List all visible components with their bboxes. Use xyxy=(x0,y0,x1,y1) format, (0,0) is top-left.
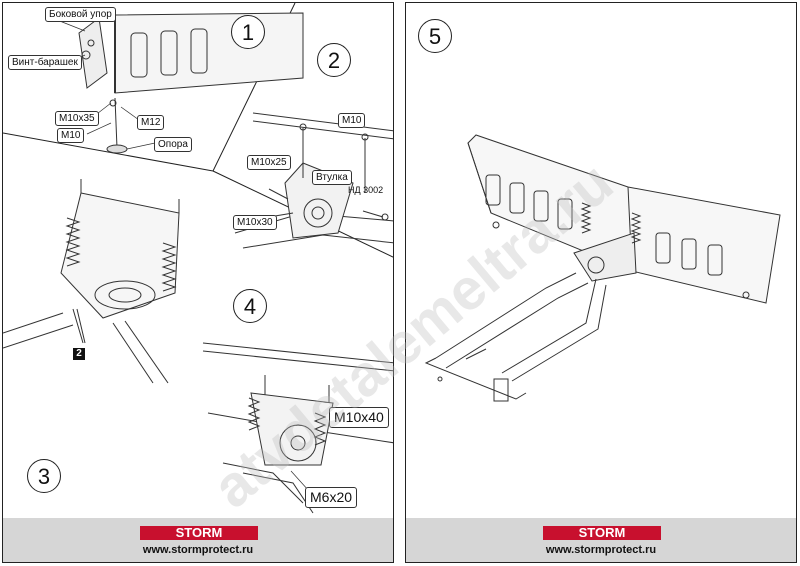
label-support: Опора xyxy=(154,137,192,152)
svg-text:STORM: STORM xyxy=(176,525,223,540)
left-panel: 1 2 3 4 Боковой упор Винт-барашек M10x35… xyxy=(2,2,394,563)
label-m10x35: M10x35 xyxy=(55,111,99,126)
label-wing-screw: Винт-барашек xyxy=(8,55,82,70)
website-url-right[interactable]: www.stormprotect.ru xyxy=(545,544,657,556)
step-number-5: 5 xyxy=(418,19,452,53)
label-m10x40: M10x40 xyxy=(329,407,389,428)
storm-logo: STORM xyxy=(140,525,258,540)
label-m10x25: M10x25 xyxy=(247,155,291,170)
step-number-4: 4 xyxy=(233,289,267,323)
label-m6x20: M6x20 xyxy=(305,487,358,508)
left-panel-drawings xyxy=(3,3,393,514)
badge-part-2: 2 xyxy=(73,348,85,360)
step4-drawing xyxy=(202,342,393,514)
divider-step1-step3 xyxy=(3,132,214,172)
footer-left: STORM www.stormprotect.ru xyxy=(3,518,393,562)
label-m10-step1: M10 xyxy=(57,128,85,143)
label-m10x30: M10x30 xyxy=(233,215,277,230)
label-bushing: Втулка xyxy=(312,170,352,185)
storm-logo-right: STORM xyxy=(543,525,661,540)
step3-drawing xyxy=(3,179,180,384)
step5-drawing xyxy=(424,134,781,402)
step-number-1: 1 xyxy=(231,15,265,49)
footer-right: STORM www.stormprotect.ru xyxy=(406,518,796,562)
svg-text:STORM: STORM xyxy=(579,525,626,540)
right-panel: 5 STORM www.stormprotect.ru xyxy=(405,2,797,563)
step-number-3: 3 xyxy=(27,459,61,493)
label-side-stop: Боковой упор xyxy=(45,7,116,22)
label-m12: M12 xyxy=(137,115,165,130)
label-m10-step2: M10 xyxy=(338,113,366,128)
website-url-left[interactable]: www.stormprotect.ru xyxy=(142,544,254,556)
step-number-2: 2 xyxy=(317,43,351,77)
label-nd3002: НД 3002 xyxy=(348,185,384,195)
